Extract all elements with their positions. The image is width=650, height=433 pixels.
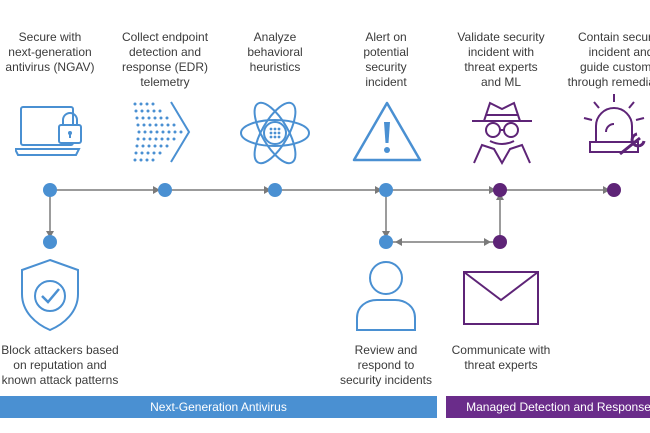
- node-alert: [379, 183, 393, 197]
- user-icon: [356, 261, 416, 331]
- node-edr: [158, 183, 172, 197]
- branch-label-review: Review and respond to security incidents: [339, 343, 433, 387]
- step-label-alert: Alert on potential security incident: [363, 30, 409, 89]
- step-label-edr: Collect endpoint detection and response …: [121, 30, 209, 89]
- atom-icon: [240, 101, 310, 165]
- branch-label-communicate: Communicate with threat experts: [451, 343, 551, 372]
- node-communicate: [493, 235, 507, 249]
- step-label-validate: Validate security incident with threat e…: [457, 30, 545, 89]
- node-validate: [493, 183, 507, 197]
- branch-label-block: Block attackers based on reputation and …: [1, 343, 119, 387]
- node-analyze: [268, 183, 282, 197]
- node-review: [379, 235, 393, 249]
- envelope-icon: [463, 271, 539, 325]
- step-label-ngav: Secure with next-generation antivirus (N…: [5, 30, 95, 74]
- phase-bar-ngav: Next-Generation Antivirus: [0, 396, 437, 418]
- laptop-lock-icon: [15, 106, 82, 156]
- phase-bar-mdr: Managed Detection and Response: [446, 396, 650, 418]
- siren-wrench-icon: [583, 94, 646, 156]
- node-ngav: [43, 183, 57, 197]
- node-block: [43, 235, 57, 249]
- node-contain: [607, 183, 621, 197]
- dotted-arrow-icon: [133, 101, 191, 163]
- step-label-contain: Contain security incident and guide cust…: [567, 30, 650, 89]
- step-label-analyze: Analyze behavioral heuristics: [247, 30, 303, 74]
- shield-check-icon: [21, 258, 79, 332]
- spy-icon: [472, 101, 532, 165]
- warning-icon: [352, 101, 422, 162]
